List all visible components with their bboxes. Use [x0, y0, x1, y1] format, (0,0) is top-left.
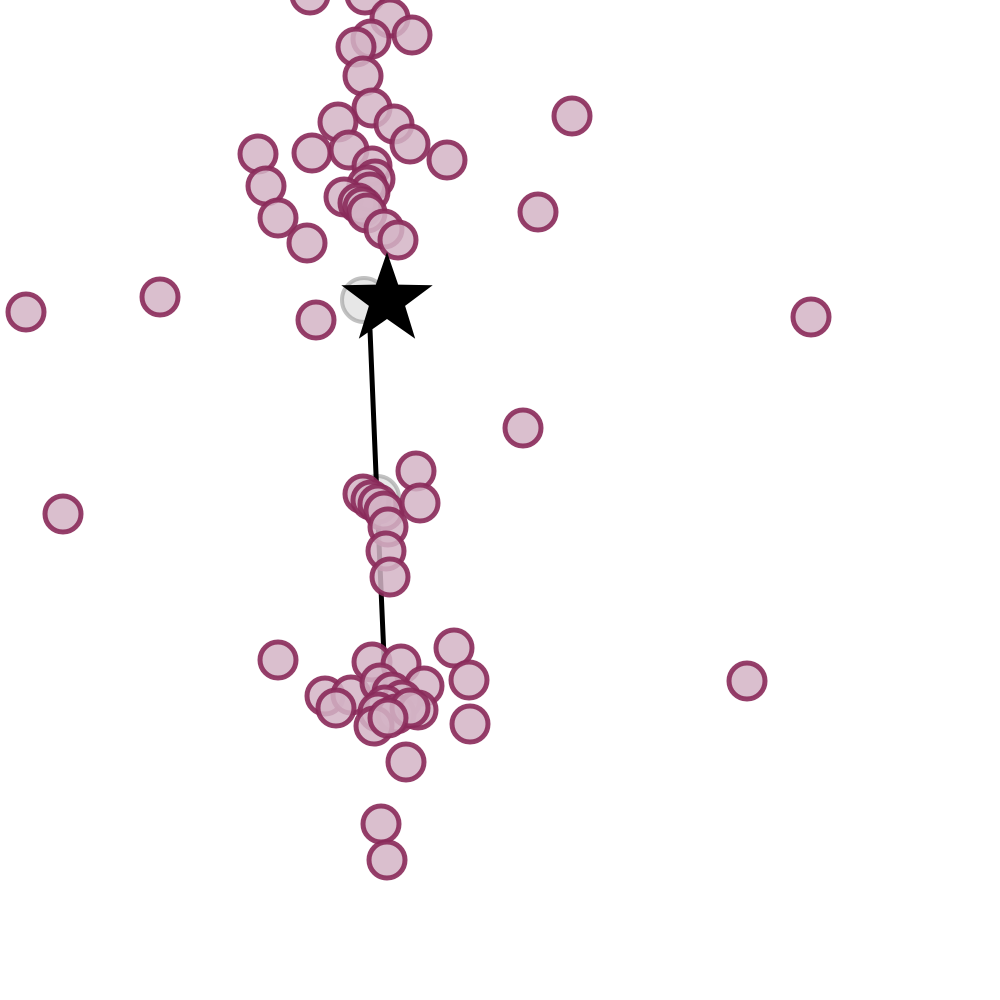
data-point [366, 839, 408, 881]
data-point [315, 687, 357, 729]
data-points [5, 0, 832, 881]
data-point [790, 296, 832, 338]
data-point [295, 299, 337, 341]
data-point [377, 219, 419, 261]
data-point [257, 197, 299, 239]
data-point [391, 14, 433, 56]
data-point [369, 556, 411, 598]
data-point [139, 276, 181, 318]
data-point [502, 407, 544, 449]
data-point [433, 627, 475, 669]
data-point [517, 191, 559, 233]
data-point [448, 659, 490, 701]
star-marker-group [341, 252, 433, 339]
data-point [385, 741, 427, 783]
data-point [286, 222, 328, 264]
data-point [367, 697, 409, 739]
data-point [360, 803, 402, 845]
data-point [5, 291, 47, 333]
data-point [257, 639, 299, 681]
data-point [290, 0, 330, 16]
data-point [399, 482, 441, 524]
data-point [389, 123, 431, 165]
star-marker [341, 252, 433, 339]
data-point [551, 95, 593, 137]
data-point [726, 660, 768, 702]
data-point [449, 703, 491, 745]
data-point [291, 132, 333, 174]
data-point [426, 139, 468, 181]
data-point [42, 493, 84, 535]
